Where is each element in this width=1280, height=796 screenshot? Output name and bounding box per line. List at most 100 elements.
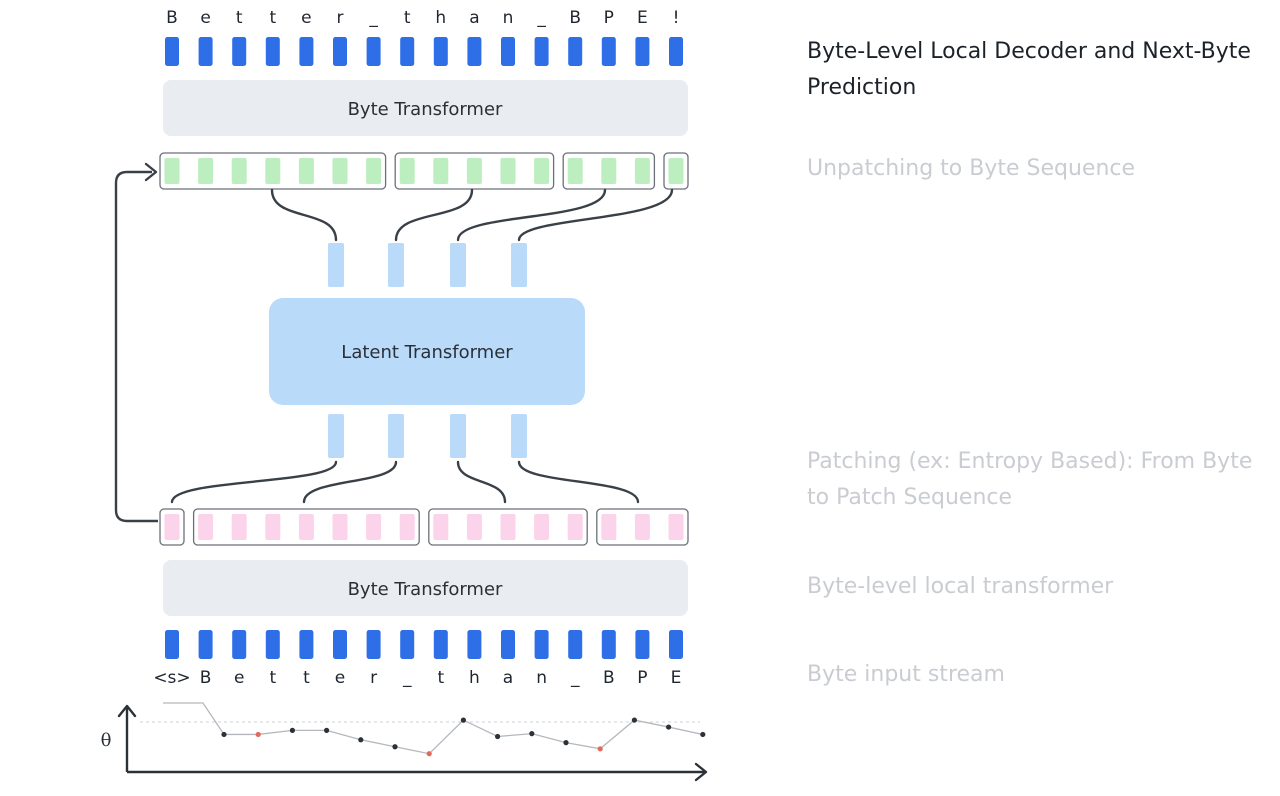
output-char: E (637, 8, 648, 28)
unpatched-patch-byte (601, 158, 617, 184)
entropy-point (324, 727, 330, 733)
patch-connector-2 (302, 460, 398, 504)
unpatch-connector-2 (394, 188, 474, 242)
patch-connector-1 (170, 460, 338, 504)
output-char: t (236, 8, 243, 28)
patched-byte-groups (159, 508, 689, 546)
entropy-point (358, 737, 364, 743)
unpatched-patch-byte (500, 158, 516, 184)
unpatched-patch-byte (164, 158, 180, 184)
patched-patch-byte (332, 514, 348, 540)
unpatched-patch-byte (567, 158, 583, 184)
patched-patch-byte (601, 514, 617, 540)
unpatched-patch-byte (433, 158, 449, 184)
output-char: t (404, 8, 411, 28)
unpatched-patch-byte (366, 158, 382, 184)
input-char: n (536, 668, 547, 688)
entropy-point (666, 724, 672, 730)
latent-input-patches (328, 414, 527, 458)
unpatched-patch-byte (298, 158, 314, 184)
bottom-byte-transformer: Byte Transformer (163, 560, 688, 616)
input-char: E (671, 668, 682, 688)
input-char: _ (402, 668, 412, 688)
entropy-series (163, 702, 706, 757)
output-char: e (200, 8, 210, 28)
input-byte-token (366, 630, 381, 659)
input-char: a (503, 668, 513, 688)
output-byte-token (568, 37, 583, 66)
top-byte-transformer-label: Byte Transformer (348, 99, 503, 120)
entropy-point (529, 731, 535, 737)
theta-label: θ (101, 730, 112, 751)
input-char: t (303, 668, 310, 688)
output-char: a (469, 8, 479, 28)
input-char: e (335, 668, 345, 688)
entropy-point (700, 731, 706, 738)
unpatched-patch-byte (534, 158, 550, 184)
input-byte-token (232, 630, 247, 659)
output-byte-token (400, 37, 415, 66)
output-char: h (435, 8, 446, 28)
input-byte-tokens (165, 630, 683, 659)
latent-output-patch (388, 243, 404, 287)
input-char: t (269, 668, 276, 688)
unpatched-patch-byte (399, 158, 415, 184)
patched-patch-byte (164, 514, 180, 540)
patched-patch-byte (198, 514, 214, 540)
patched-patch-byte (500, 514, 516, 540)
latent-output-patches (328, 243, 527, 287)
entropy-point-boundary (426, 751, 432, 757)
output-byte-token (165, 37, 179, 66)
patched-patch-byte (634, 514, 650, 540)
output-byte-token (299, 37, 314, 66)
patched-patch-byte (567, 514, 583, 540)
entropy-point-boundary (255, 731, 261, 738)
unpatched-patch-byte (466, 158, 482, 184)
unpatch-connectors (270, 188, 674, 242)
latent-input-patch (388, 414, 404, 458)
unpatched-patch-byte (332, 158, 348, 184)
latent-output-patch (450, 243, 466, 287)
local-transformer-description: Byte-level local transformer (807, 574, 1114, 599)
unpatched-patch-byte (231, 158, 247, 184)
input-byte-token (165, 630, 179, 659)
entropy-point (392, 744, 398, 750)
patch-connector-4 (517, 460, 640, 504)
output-char: _ (368, 8, 378, 28)
input-byte-token (635, 630, 650, 659)
latent-output-patch (511, 243, 527, 287)
output-byte-token (501, 37, 515, 66)
latent-input-patch (328, 414, 344, 458)
unpatched-patch-byte (265, 158, 281, 184)
output-byte-token (232, 37, 247, 66)
input-byte-token (601, 630, 616, 659)
unpatch-connector-4 (517, 188, 674, 242)
input-char: r (370, 668, 377, 688)
patch-connector-3 (456, 460, 507, 504)
patched-patch-byte (298, 514, 314, 540)
entropy-point-boundary (597, 746, 603, 752)
unpatched-byte-groups (159, 152, 689, 190)
latent-input-patch (511, 414, 527, 458)
input-char: _ (570, 668, 580, 688)
unpatch-connector-1 (270, 188, 338, 242)
input-char: <s> (153, 668, 190, 688)
latent-output-patch (328, 243, 344, 287)
output-char: t (269, 8, 276, 28)
entropy-point (289, 727, 295, 733)
input-char: P (637, 668, 647, 688)
input-byte-token (669, 630, 683, 659)
entropy-y-arrowhead (117, 704, 137, 718)
output-char: n (503, 8, 514, 28)
output-char: P (604, 8, 614, 28)
input-byte-token (400, 630, 415, 659)
output-byte-token (669, 37, 683, 66)
output-byte-token (635, 37, 650, 66)
output-char: B (166, 8, 178, 28)
output-byte-token (467, 37, 482, 66)
patched-patch-byte (534, 514, 550, 540)
output-byte-token (366, 37, 381, 66)
output-byte-tokens (165, 37, 683, 66)
